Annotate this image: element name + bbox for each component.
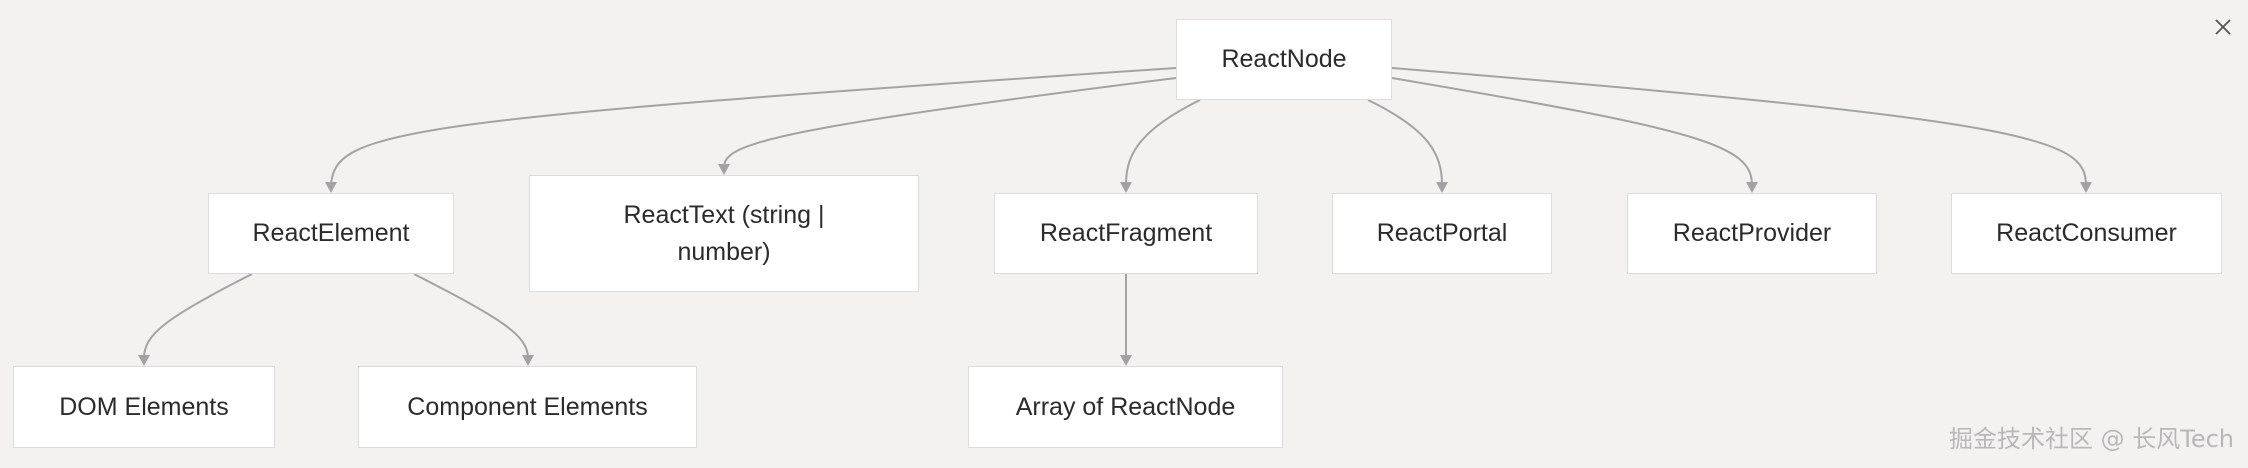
close-button[interactable] [2208, 12, 2238, 42]
node-array-of-react-node: Array of ReactNode [968, 366, 1283, 448]
node-react-consumer: ReactConsumer [1951, 193, 2222, 274]
node-react-portal: ReactPortal [1332, 193, 1552, 274]
node-dom-elements: DOM Elements [13, 366, 275, 448]
node-label-line: number) [677, 237, 771, 266]
arrowhead-dom-elements [138, 355, 150, 366]
watermark: 掘金技术社区 @ 长风Tech [1948, 425, 2234, 453]
node-react-element: ReactElement [208, 193, 454, 274]
edge-react-element-to-dom-elements [143, 273, 253, 359]
arrowhead-array-of-react-node [1120, 355, 1132, 366]
arrowhead-react-portal [1436, 182, 1448, 193]
edge-react-node-to-react-portal [1367, 99, 1443, 186]
arrowhead-component-elements [522, 355, 534, 366]
node-label: ReactNode [1221, 45, 1347, 74]
node-react-text: ReactText (string | number) [529, 175, 919, 292]
edges-layer [138, 67, 2092, 366]
node-react-node: ReactNode [1176, 19, 1392, 100]
node-react-fragment: ReactFragment [994, 193, 1258, 274]
node-react-provider: ReactProvider [1627, 193, 1877, 274]
edge-react-node-to-react-element [330, 67, 1177, 186]
edge-react-element-to-component-elements [413, 273, 529, 359]
node-component-elements: Component Elements [358, 366, 697, 448]
node-label: Component Elements [407, 392, 648, 421]
arrowhead-react-element [325, 182, 337, 193]
arrowhead-react-text [718, 164, 730, 175]
edge-react-node-to-react-consumer [1391, 67, 2087, 186]
node-label: ReactPortal [1376, 219, 1508, 248]
edge-react-node-to-react-fragment [1125, 99, 1201, 186]
node-label: ReactFragment [1039, 219, 1213, 248]
edge-react-node-to-react-provider [1391, 77, 1753, 186]
arrowhead-react-consumer [2080, 182, 2092, 193]
arrowhead-react-fragment [1120, 182, 1132, 193]
node-label-line: ReactText (string | [623, 201, 825, 230]
node-label: ReactElement [252, 219, 410, 248]
node-label: Array of ReactNode [1015, 392, 1236, 421]
node-label: ReactText (string | number) [623, 197, 824, 270]
close-icon [2215, 19, 2231, 35]
node-label: DOM Elements [59, 392, 229, 421]
node-label: ReactProvider [1672, 219, 1832, 248]
node-label: ReactConsumer [1996, 219, 2177, 248]
edge-react-node-to-react-text [723, 77, 1177, 168]
arrowhead-react-provider [1746, 182, 1758, 193]
